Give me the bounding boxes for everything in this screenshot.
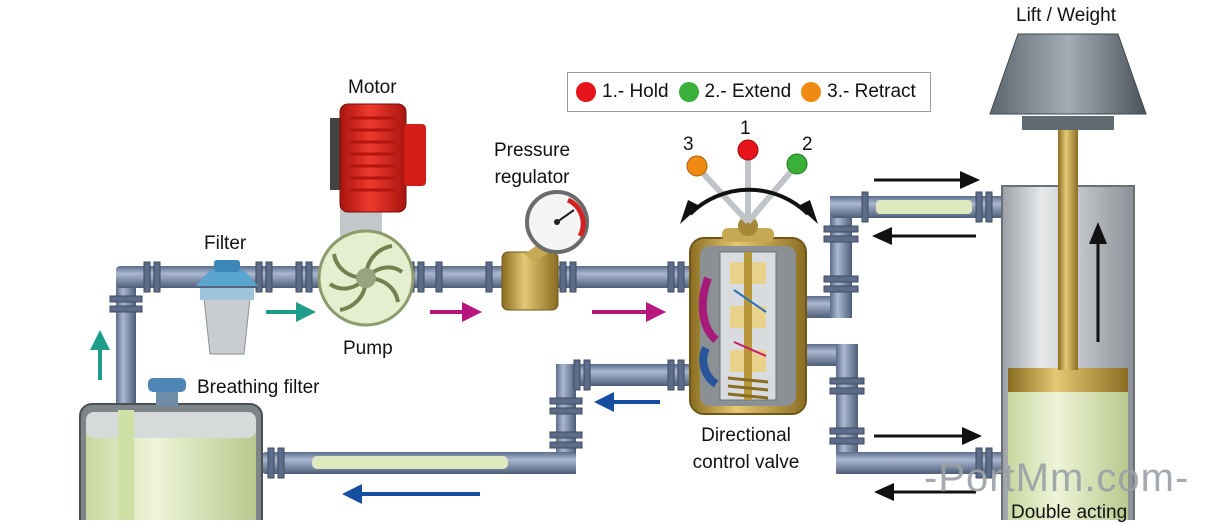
- motor: [330, 103, 426, 213]
- valve-levers: [680, 139, 818, 225]
- motor-label: Motor: [348, 77, 397, 98]
- legend-dot-red: [576, 82, 596, 102]
- lever-number-hold: 1: [740, 118, 751, 139]
- breathing-filter-cap: [148, 378, 186, 392]
- legend-label-retract: 3.- Retract: [827, 81, 916, 102]
- pressure-regulator: [501, 190, 589, 311]
- directional-control-valve: [689, 216, 807, 415]
- pump: [317, 202, 415, 327]
- legend-item-hold: 1.- Hold: [576, 81, 669, 103]
- double-acting-label: Double acting: [1011, 502, 1128, 523]
- lever-extend-knob[interactable]: [786, 153, 808, 175]
- watermark: -PortMm.com-: [924, 456, 1190, 500]
- arrowhead-left: [680, 200, 700, 224]
- weight-load: [989, 33, 1147, 115]
- pressure-regulator-label-line1: Pressure: [493, 140, 571, 161]
- filter-label: Filter: [204, 233, 247, 254]
- legend-item-extend: 2.- Extend: [678, 81, 792, 103]
- legend-label-hold: 1.- Hold: [602, 81, 669, 102]
- pump-label: Pump: [343, 338, 393, 359]
- legend-dot-green: [678, 82, 699, 102]
- breathing-filter-label: Breathing filter: [197, 377, 320, 398]
- legend-dot-orange: [801, 82, 822, 102]
- pressure-regulator-label-line2: regulator: [494, 167, 570, 188]
- directional-valve-label-line1: Directional: [701, 425, 791, 446]
- pipes: [109, 191, 1006, 479]
- actuator-line-a-fluid: [876, 200, 972, 214]
- actuator-line-b-h2: [836, 452, 1006, 474]
- lever-number-extend: 2: [802, 134, 813, 155]
- piston-rod: [1058, 128, 1078, 370]
- directional-valve-label-line2: control valve: [692, 452, 800, 473]
- return-fluid: [312, 456, 508, 469]
- legend-item-retract: 3.- Retract: [801, 81, 916, 103]
- arrowhead-right: [798, 200, 818, 224]
- lever-number-retract: 3: [683, 134, 694, 155]
- lever-retract-knob[interactable]: [686, 155, 708, 177]
- flow-arrows: [90, 171, 982, 504]
- lift-weight-label: Lift / Weight: [1016, 5, 1116, 26]
- breathing-filter-body: [156, 390, 178, 406]
- filter: [196, 260, 258, 355]
- legend-label-extend: 2.- Extend: [704, 81, 792, 102]
- legend: 1.- Hold 2.- Extend 3.- Retract: [567, 72, 931, 112]
- lever-hold-knob[interactable]: [737, 139, 759, 161]
- reservoir-tank: [79, 378, 263, 520]
- piston: [1008, 368, 1128, 392]
- double-acting-cylinder: [989, 33, 1147, 520]
